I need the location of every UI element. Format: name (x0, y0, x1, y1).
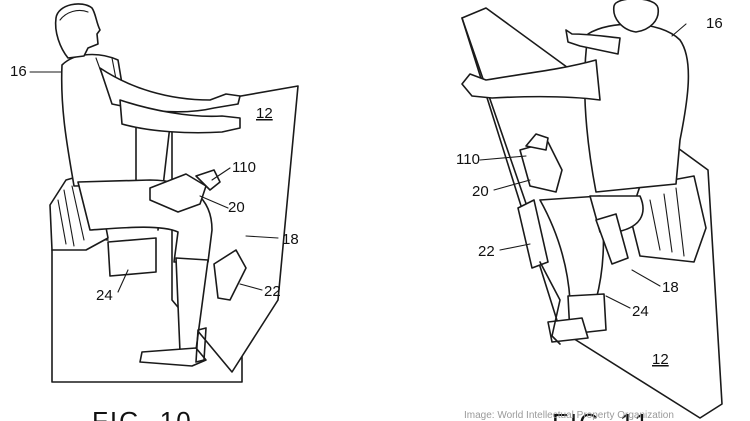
fig11-label-footrest: 22 (478, 243, 495, 260)
fig11-label-grip: 110 (456, 151, 480, 168)
fig10-label-user: 16 (10, 63, 27, 80)
fig10-caption: FIG. 10 (92, 406, 193, 421)
figure-10: 16 12 110 20 18 22 24 FIG. 10 (10, 3, 299, 421)
fig11-label-apparatus: 18 (662, 279, 679, 296)
figure-11: 16 110 20 22 18 24 12 FIG. 11 (456, 0, 723, 421)
fig11-pedal-rail (539, 261, 561, 345)
fig10-label-apparatus: 18 (282, 231, 299, 248)
fig11-grip-110 (525, 133, 549, 151)
fig10-label-board: 12 (256, 105, 273, 122)
watermark-text: Image: World Intellectual Property Organ… (464, 410, 674, 421)
fig10-user-head (54, 3, 101, 59)
fig10-footrest-22 (213, 249, 247, 301)
fig11-user-head (612, 0, 660, 33)
fig10-user-shoe (139, 347, 207, 367)
fig10-handle-20 (149, 173, 207, 213)
fig10-board (171, 85, 299, 373)
fig11-user-shoe (547, 317, 589, 343)
fig10-user-forearm (119, 99, 241, 134)
fig11-user-left-arm (461, 59, 601, 101)
fig10-label-grip: 110 (232, 159, 256, 176)
fig10-label-seat: 24 (96, 287, 113, 304)
fig11-caption: FIG. 11 (552, 408, 651, 421)
fig11-label-handle: 20 (472, 183, 489, 200)
fig10-pedal (195, 327, 207, 363)
fig10-label-footrest: 22 (264, 283, 281, 300)
fig11-label-user: 16 (706, 15, 723, 32)
fig11-label-board: 12 (652, 351, 669, 368)
fig10-label-handle: 20 (228, 199, 245, 216)
fig10-grip-110 (195, 169, 221, 191)
fig11-label-seat: 24 (632, 303, 649, 320)
fig10-seat-24 (107, 237, 157, 277)
fig11-footrest-right (595, 213, 629, 265)
fig11-user-right-arm (565, 29, 621, 55)
fig11-footrest-22 (517, 199, 549, 269)
